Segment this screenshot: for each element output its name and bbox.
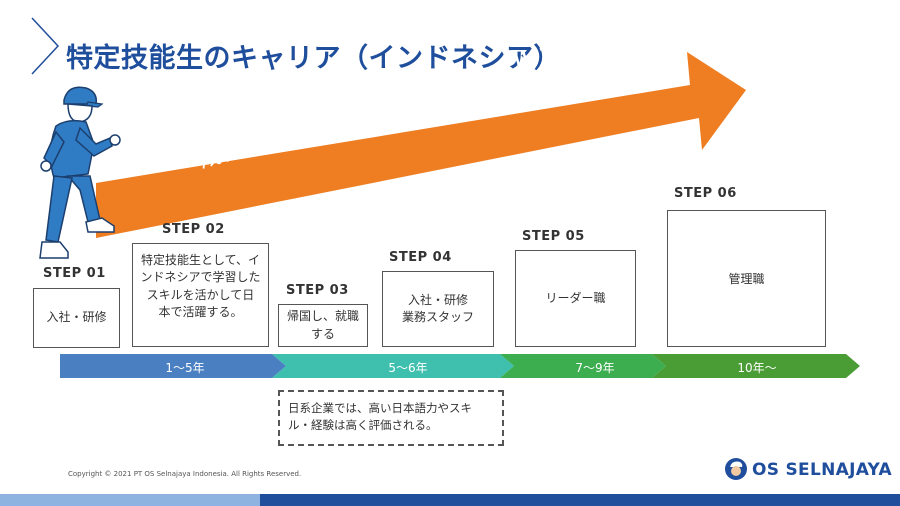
note-box: 日系企業では、高い日本語力やスキ ル・経験は高く評価される。 (278, 390, 504, 446)
step-04-box: 入社・研修 業務スタッフ (382, 271, 494, 347)
timeline-label-3: 7～9年 (575, 361, 615, 375)
step-06-box: 管理職 (667, 210, 826, 347)
step-02-box: 特定技能生として、イ ンドネシアで学習した スキルを活かして日 本で活躍する。 (132, 243, 269, 347)
timeline-segment-2 (272, 354, 514, 378)
step-06-label: STEP 06 (674, 186, 737, 201)
title-chevron-icon (31, 17, 60, 75)
timeline-label-4: 10年～ (737, 361, 777, 375)
timeline-segment-3 (500, 354, 666, 378)
step-03-box: 帰国し、就職 する (278, 304, 368, 347)
footer-bar-light (0, 494, 260, 506)
timeline-segment-1 (60, 354, 286, 378)
step-05-box: リーダー職 (515, 250, 636, 347)
logo-mascot-icon (725, 458, 747, 480)
copyright: Copyright © 2021 PT OS Selnajaya Indones… (68, 470, 302, 478)
timeline-bar (60, 354, 860, 378)
worker-illustration (39, 86, 121, 259)
step-01-label: STEP 01 (43, 266, 106, 281)
step-03-label: STEP 03 (286, 283, 349, 298)
step-04-label: STEP 04 (389, 250, 452, 265)
step-02-label: STEP 02 (162, 222, 225, 237)
timeline-segment-4 (652, 354, 860, 378)
growth-arrow (96, 52, 746, 238)
page-title: 特定技能生のキャリア（インドネシア） (66, 43, 561, 74)
timeline-label-1: 1～5年 (165, 361, 205, 375)
logo-text: OS SELNAJAYA (752, 460, 892, 480)
step-01-box: 入社・研修 (33, 288, 120, 348)
timeline-label-2: 5～6年 (388, 361, 428, 375)
step-05-label: STEP 05 (522, 229, 585, 244)
